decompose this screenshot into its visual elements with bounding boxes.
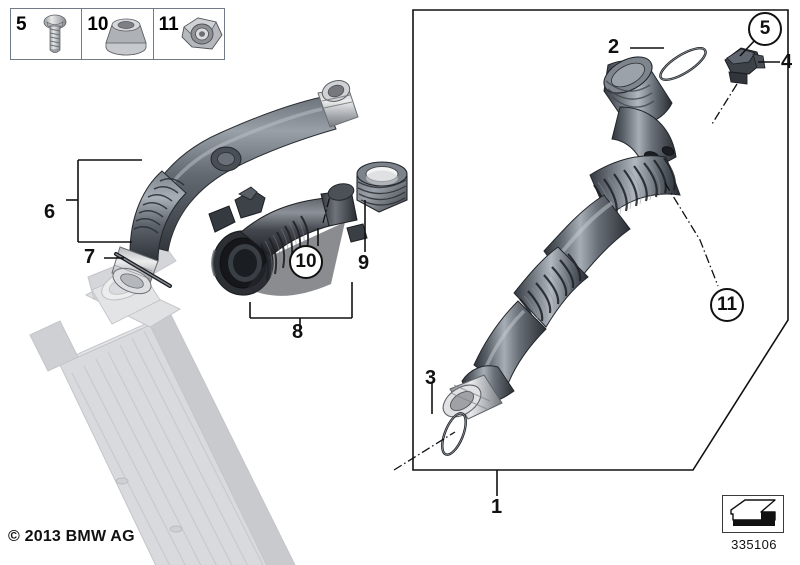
o-ring-lower	[441, 412, 467, 456]
callout-2: 2	[608, 36, 620, 58]
callout-6: 6	[44, 201, 56, 223]
hex-fitting-icon	[181, 17, 223, 50]
callout-4: 4	[781, 51, 793, 73]
legend-cell-hex-fitting: 11	[154, 9, 224, 59]
callout-11-circled: 11	[710, 288, 744, 322]
screw-icon	[43, 14, 67, 53]
legend-number: 10	[87, 14, 109, 35]
view-direction-box	[722, 495, 784, 533]
legend-number: 11	[158, 14, 179, 35]
seal-ring	[114, 252, 172, 288]
callout-10-left: 10	[289, 245, 323, 279]
direction-arrow-icon	[730, 499, 776, 526]
callout-7: 7	[84, 246, 96, 268]
parts-legend-box: 5 10 11	[10, 8, 225, 60]
threaded-collar-ring	[356, 161, 408, 213]
callout-8: 8	[292, 321, 304, 343]
callout-9: 9	[358, 252, 370, 274]
corrugated-charge-air-hose	[442, 56, 681, 420]
callout-5-circled: 5	[748, 12, 782, 46]
copyright-notice: © 2013 BMW AG	[8, 528, 135, 545]
legend-number: 5	[16, 14, 27, 35]
retaining-clip	[724, 47, 766, 85]
o-ring-upper	[659, 47, 707, 81]
flange-nut-icon	[105, 18, 147, 56]
intercooler-ghost	[29, 238, 296, 565]
callout-1: 1	[491, 496, 503, 518]
legend-cell-screw: 5	[11, 9, 83, 59]
diagram-number: 335106	[731, 537, 777, 552]
legend-cell-flange-nut: 10	[82, 9, 154, 59]
callout-3: 3	[425, 367, 437, 389]
main-assembly-box	[412, 9, 789, 471]
